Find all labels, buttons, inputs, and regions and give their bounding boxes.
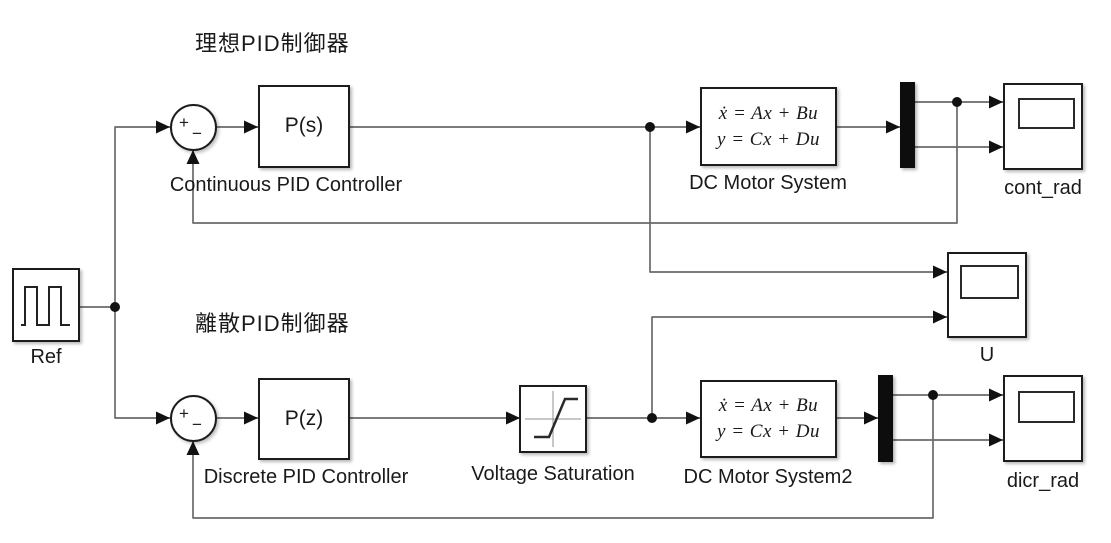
voltage-saturation-block[interactable] — [519, 385, 587, 453]
dc-motor-system-block[interactable]: ẋ = Ax + Bu y = Cx + Du — [700, 87, 837, 166]
annotation-ideal-pid: 理想PID制御器 — [195, 31, 350, 56]
mux-block-bottom[interactable] — [878, 375, 893, 462]
continuous-pid-label: Continuous PID Controller — [169, 174, 403, 196]
ref-block-label: Ref — [30, 346, 62, 368]
u-scope-block[interactable] — [947, 252, 1027, 338]
state-equation-2: y = Cx + Du — [717, 128, 820, 150]
cont-rad-scope-label: cont_rad — [1004, 177, 1082, 199]
branch-dot-u-top — [645, 122, 655, 132]
branch-dot-feedback-bottom — [928, 390, 938, 400]
discrete-pid-block[interactable]: P(z) — [258, 378, 350, 460]
u-scope-label: U — [979, 344, 995, 366]
scope-screen-icon — [1018, 391, 1075, 423]
wire-u-bottom-to-scope[interactable] — [651, 310, 947, 418]
dc-motor-system2-label: DC Motor System2 — [683, 466, 853, 488]
pulse-wave-icon — [21, 286, 70, 326]
sum-block-top[interactable]: + − — [170, 104, 217, 151]
continuous-pid-block[interactable]: P(s) — [258, 85, 350, 168]
state-equation-2: y = Cx + Du — [717, 421, 820, 442]
cont-rad-scope-block[interactable] — [1003, 83, 1083, 170]
sum-bottom-plus-sign: + — [179, 404, 189, 423]
saturation-curve-icon — [525, 391, 581, 447]
continuous-pid-block-text: P(s) — [284, 114, 324, 137]
dicr-rad-scope-block[interactable] — [1003, 375, 1083, 462]
sum-top-minus-sign: − — [192, 124, 202, 143]
mux-block-top[interactable] — [900, 82, 915, 168]
scope-screen-icon — [1018, 98, 1075, 129]
wire-feedback-top[interactable] — [186, 102, 958, 224]
wire-u-top-to-scope[interactable] — [649, 127, 947, 279]
ref-pulse-generator-block[interactable] — [12, 268, 80, 342]
branch-dot-u-bottom — [647, 413, 657, 423]
branch-dot-ref — [110, 302, 120, 312]
state-equation-1: ẋ = Ax + Bu — [718, 395, 819, 416]
annotation-discrete-pid: 離散PID制御器 — [195, 311, 350, 336]
discrete-pid-label: Discrete PID Controller — [203, 466, 409, 488]
wire-branch-to-sum-bottom[interactable] — [114, 307, 170, 425]
dicr-rad-scope-label: dicr_rad — [1006, 470, 1080, 492]
dc-motor-system2-block[interactable]: ẋ = Ax + Bu y = Cx + Du — [700, 380, 837, 458]
dc-motor-system-label: DC Motor System — [689, 172, 847, 194]
sum-block-bottom[interactable]: + − — [170, 395, 217, 442]
sum-bottom-minus-sign: − — [192, 415, 202, 434]
sum-top-plus-sign: + — [179, 113, 189, 132]
scope-screen-icon — [960, 265, 1019, 299]
wire-branch-to-sum-top[interactable] — [114, 120, 170, 307]
voltage-saturation-label: Voltage Saturation — [471, 463, 635, 485]
discrete-pid-block-text: P(z) — [284, 407, 324, 430]
wire-feedback-bottom[interactable] — [186, 395, 934, 519]
state-equation-1: ẋ = Ax + Bu — [718, 102, 819, 124]
branch-dot-feedback-top — [952, 97, 962, 107]
